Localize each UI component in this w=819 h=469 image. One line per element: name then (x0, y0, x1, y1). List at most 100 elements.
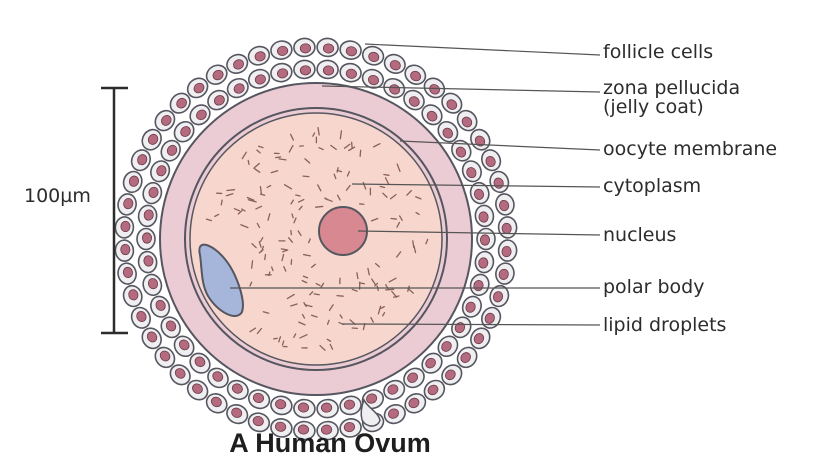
lipid-droplet (226, 189, 236, 192)
follicle-cell (114, 239, 135, 262)
lipid-droplet (256, 327, 263, 335)
follicle-cell (226, 77, 249, 99)
follicle-cell (437, 335, 459, 358)
follicle-cell (136, 227, 156, 251)
follicle-cell (293, 420, 316, 441)
follicle-cell (470, 327, 491, 350)
lipid-droplet (313, 293, 320, 296)
lipid-droplet (295, 194, 301, 197)
lipid-droplet (326, 338, 332, 342)
lipid-droplet (350, 141, 353, 149)
lipid-droplet (278, 336, 282, 343)
lipid-droplet (241, 208, 246, 212)
follicle-cell (451, 316, 472, 339)
leader-line-lipid-droplets (341, 323, 601, 326)
lipid-droplet (253, 167, 261, 173)
follicle-cell (114, 216, 135, 239)
follicle-cell (421, 352, 443, 374)
lipid-droplet (264, 253, 267, 261)
follicle-cell (469, 181, 490, 205)
lipid-droplet (270, 170, 279, 174)
lipid-droplet (374, 262, 381, 268)
lipid-droplet (343, 143, 351, 149)
lipid-droplet (328, 304, 334, 312)
follicle-cell (489, 284, 510, 308)
follicle-cell (154, 109, 176, 132)
follicle-cell (339, 418, 362, 438)
follicle-cell (456, 346, 478, 369)
lipid-droplet (370, 217, 379, 222)
follicle-cell (451, 139, 472, 162)
lipid-droplet (225, 193, 234, 197)
lipid-droplet (330, 144, 337, 151)
scale-bar (101, 86, 128, 335)
lipid-droplet (324, 198, 333, 202)
lipid-droplet (251, 243, 257, 249)
follicle-cell (474, 250, 495, 274)
lipid-droplet (346, 170, 350, 177)
lipid-droplet (256, 149, 261, 154)
label-nucleus: nucleus (603, 224, 677, 246)
lipid-droplet (319, 344, 326, 351)
lipid-droplet (246, 196, 255, 201)
lipid-droplet (290, 199, 295, 205)
lipid-droplet (317, 126, 320, 136)
lipid-droplet (317, 184, 322, 192)
follicle-cell (141, 327, 162, 350)
lipid-droplet (289, 133, 295, 141)
lipid-droplet (351, 288, 358, 292)
follicle-cell (293, 59, 316, 80)
lipid-droplet (384, 177, 390, 185)
label-cytoplasm: cytoplasm (603, 175, 702, 197)
follicle-cell (117, 193, 137, 216)
lipid-droplet (257, 145, 264, 149)
lipid-droplet (362, 181, 367, 190)
follicle-cell (481, 306, 502, 329)
oocyte-membrane (184, 107, 448, 371)
lipid-droplet (310, 263, 317, 268)
leader-line-oocyte-membrane (399, 140, 601, 151)
follicle-cell (247, 412, 271, 433)
lipid-droplet (301, 313, 306, 319)
lipid-droplet (259, 237, 264, 242)
follicle-cell (403, 89, 425, 111)
follicle-cell (141, 128, 162, 151)
follicle-cell (130, 306, 151, 329)
lipid-droplet (272, 337, 278, 340)
label-follicle-cells: follicle cells (603, 41, 714, 63)
lipid-droplet (233, 208, 241, 212)
follicle-cell (497, 216, 518, 239)
lipid-droplet (299, 334, 308, 339)
follicle-cell (205, 64, 228, 85)
lipid-droplet (262, 311, 270, 314)
lipid-droplet (291, 213, 294, 219)
lipid-droplet (267, 213, 271, 221)
follicle-cell (293, 398, 316, 419)
lipid-droplet (413, 245, 417, 254)
lipid-droplet (379, 185, 386, 189)
follicle-cell (339, 40, 362, 60)
follicle-cell (270, 418, 293, 438)
lipid-droplet (247, 199, 257, 203)
follicle-cell (205, 393, 228, 414)
lipid-droplet (205, 218, 213, 222)
lipid-droplet (380, 305, 385, 310)
follicle-cell (169, 364, 191, 386)
follicle-cells-layer (114, 37, 518, 441)
follicle-cell (247, 45, 271, 66)
lipid-droplet (293, 217, 297, 224)
lipid-droplet (259, 185, 263, 195)
follicle-cell (186, 379, 209, 401)
follicle-cell (293, 37, 316, 58)
follicle-cell (154, 346, 176, 369)
follicle-cell (461, 160, 482, 183)
lipid-droplet (298, 205, 303, 211)
follicle-cell (142, 273, 163, 297)
follicle-cell (481, 149, 502, 172)
lipid-droplet (415, 196, 422, 200)
follicle-cell (441, 364, 463, 386)
lipid-droplet (333, 173, 337, 180)
lipid-droplet (220, 199, 223, 206)
lipid-droplet (383, 173, 390, 176)
